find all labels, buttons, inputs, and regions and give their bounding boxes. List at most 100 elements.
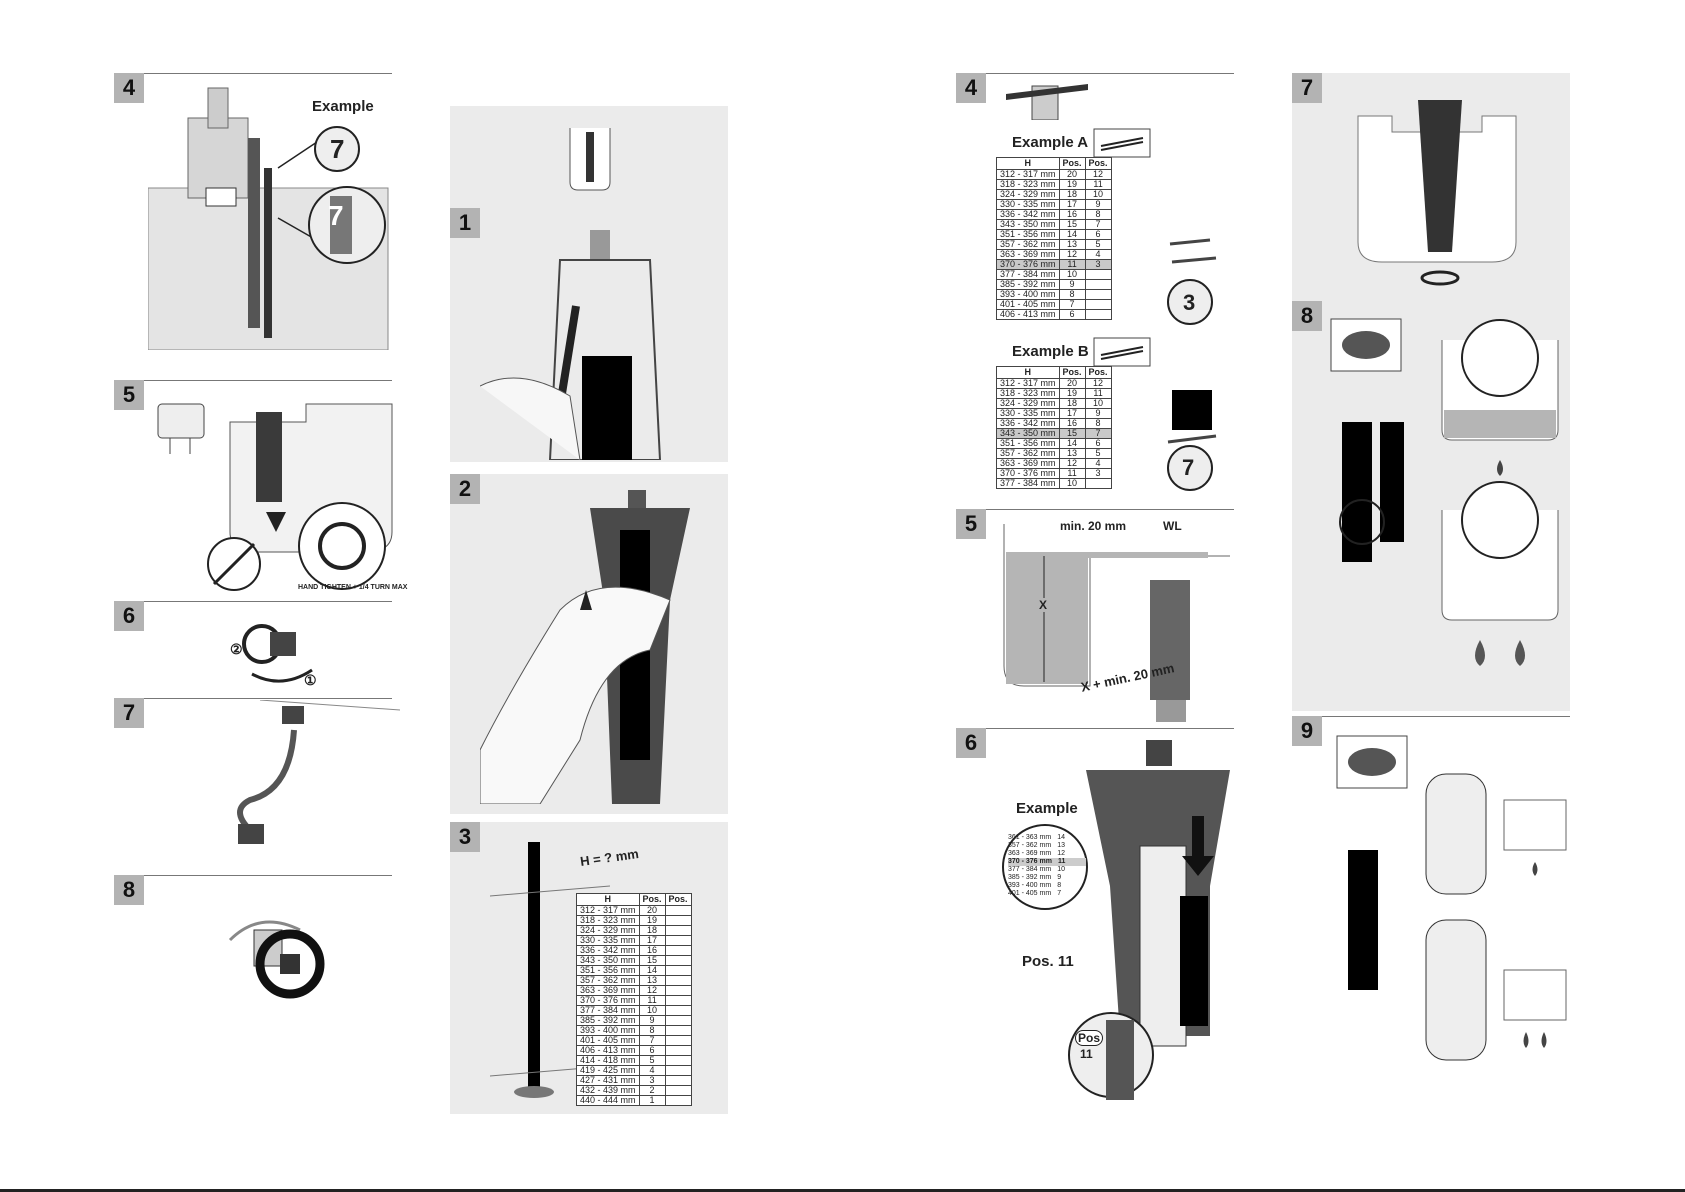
table-cell: 336 - 342 mm <box>996 209 1060 220</box>
table-cell: 406 - 413 mm <box>996 309 1060 320</box>
column-header: Pos. <box>1058 366 1086 379</box>
page-edge <box>0 1189 1685 1192</box>
table-cell <box>1084 299 1112 310</box>
wl-label: WL <box>1163 519 1182 533</box>
table-cell: 9 <box>638 1015 666 1026</box>
table-cell: 6 <box>1084 229 1112 240</box>
table-cell: 17 <box>1058 408 1086 419</box>
table-cell: 343 - 350 mm <box>996 428 1060 439</box>
table-cell: 8 <box>1084 418 1112 429</box>
table-cell: 401 - 405 mm <box>576 1035 640 1046</box>
table-cell: 15 <box>638 955 666 966</box>
section-rule <box>114 601 392 602</box>
table-cell: 1 <box>638 1095 666 1106</box>
cistern-icon <box>157 403 205 454</box>
water-level-illustration <box>1003 524 1230 722</box>
section-rule <box>114 698 392 699</box>
column-header: Pos. <box>1058 157 1086 170</box>
table-cell: 414 - 418 mm <box>576 1055 640 1066</box>
table-cell <box>1084 269 1112 280</box>
table-cell: 5 <box>1084 448 1112 459</box>
section-rule <box>114 73 392 74</box>
table-cell <box>664 1095 692 1106</box>
table-cell: 10 <box>1084 189 1112 200</box>
clip-icon <box>1093 128 1151 158</box>
table-cell: 14 <box>638 965 666 976</box>
table-cell: 5 <box>638 1055 666 1066</box>
cistern-valve-install-illustration <box>1357 100 1517 286</box>
step-badge: 9 <box>1292 716 1322 746</box>
table-cell: 330 - 335 mm <box>996 199 1060 210</box>
table-cell <box>1084 309 1112 320</box>
lens-cell: 10 <box>1057 866 1065 873</box>
table-cell: 9 <box>1084 408 1112 419</box>
table-cell: 336 - 342 mm <box>576 945 640 956</box>
column-header: Pos. <box>1084 157 1112 170</box>
lens-cell: 361 - 363 mm <box>1008 834 1052 841</box>
step-badge: 4 <box>114 73 144 103</box>
magnifier-callout-icon <box>314 126 360 172</box>
table-cell: 17 <box>638 935 666 946</box>
table-cell: 14 <box>1058 438 1086 449</box>
table-cell: 318 - 323 mm <box>996 388 1060 399</box>
marker-2: ② <box>230 641 243 657</box>
table-cell: 12 <box>1058 249 1086 260</box>
table-cell: 16 <box>1058 209 1086 220</box>
table-cell: 9 <box>1084 199 1112 210</box>
table-cell: 13 <box>1058 239 1086 250</box>
section-rule <box>956 728 1234 729</box>
column-header: Pos. <box>638 893 666 906</box>
column-header: Pos. <box>664 893 692 906</box>
table-cell <box>664 945 692 956</box>
table-cell: 11 <box>1058 468 1086 479</box>
step-badge: 7 <box>114 698 144 728</box>
table-cell: 318 - 323 mm <box>996 179 1060 190</box>
example-label: Example <box>1016 800 1078 817</box>
lens-cell: 11 <box>1057 858 1066 865</box>
table-cell: 8 <box>1084 209 1112 220</box>
lens-cell: 14 <box>1057 834 1065 841</box>
callout-number: 7 <box>328 200 344 231</box>
table-cell: 5 <box>1084 239 1112 250</box>
table-cell: 12 <box>638 985 666 996</box>
flush-button-icon <box>1330 318 1402 372</box>
lens-cell: 363 - 369 mm <box>1008 850 1052 857</box>
step-badge: 1 <box>450 208 480 238</box>
magnifier-callout-icon <box>308 186 386 264</box>
table-cell: 19 <box>1058 388 1086 399</box>
table-cell: 18 <box>638 925 666 936</box>
table-cell: 393 - 400 mm <box>996 289 1060 300</box>
lens-cell: 8 <box>1057 882 1062 889</box>
table-cell: 363 - 369 mm <box>996 249 1060 260</box>
table-cell: 4 <box>1084 458 1112 469</box>
lens-cell: 401 - 405 mm <box>1008 890 1052 897</box>
clip-position-illustration <box>1167 390 1217 491</box>
table-cell <box>664 1085 692 1096</box>
table-cell: 357 - 362 mm <box>996 239 1060 250</box>
callout-number: 3 <box>1183 290 1196 315</box>
table-cell: 13 <box>638 975 666 986</box>
flush-button-icon <box>1336 735 1408 789</box>
section-rule <box>114 875 392 876</box>
marker-1: ① <box>304 672 317 688</box>
fill-valve-icon <box>1006 84 1088 120</box>
